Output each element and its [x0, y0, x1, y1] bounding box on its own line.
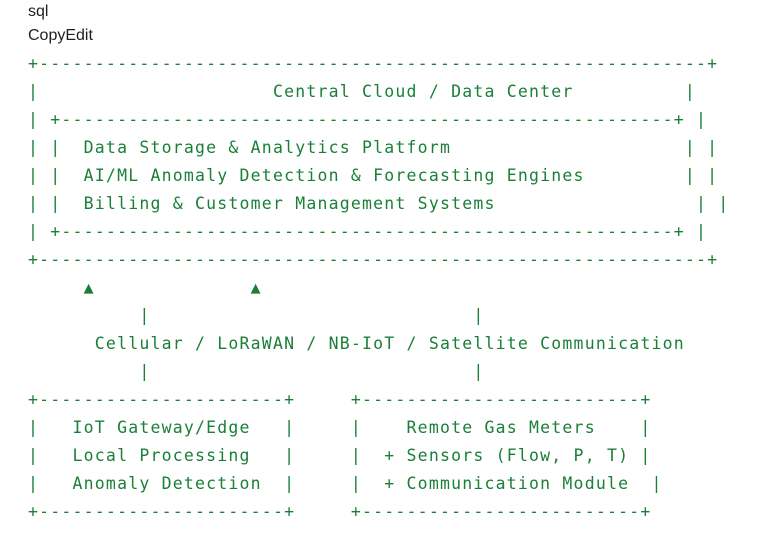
- code-line-5: | | AI/ML Anomaly Detection & Forecastin…: [28, 166, 719, 185]
- code-line-7: | +-------------------------------------…: [28, 222, 708, 241]
- copy-edit-button[interactable]: CopyEdit: [28, 27, 93, 44]
- code-line-2: | Central Cloud / Data Center |: [28, 82, 697, 101]
- code-line-14: | IoT Gateway/Edge | | Remote Gas Meters…: [28, 418, 652, 437]
- code-line-1: +---------------------------------------…: [28, 54, 719, 73]
- code-language-label: sql: [28, 3, 49, 20]
- code-line-10: | |: [28, 306, 485, 325]
- code-line-8: +---------------------------------------…: [28, 250, 719, 269]
- code-line-12: | |: [28, 362, 485, 381]
- code-line-17: +----------------------+ +--------------…: [28, 502, 652, 521]
- code-line-6: | | Billing & Customer Management System…: [28, 194, 730, 213]
- code-line-11-communication: Cellular / LoRaWAN / NB-IoT / Satellite …: [28, 334, 685, 353]
- code-line-16: | Anomaly Detection | | + Communication …: [28, 474, 663, 493]
- code-line-15: | Local Processing | | + Sensors (Flow, …: [28, 446, 652, 465]
- code-line-9-arrows: ▲ ▲: [28, 278, 262, 297]
- code-line-3: | +-------------------------------------…: [28, 110, 708, 129]
- code-line-4: | | Data Storage & Analytics Platform | …: [28, 138, 719, 157]
- code-line-13: +----------------------+ +--------------…: [28, 390, 652, 409]
- ascii-diagram-code-block: +---------------------------------------…: [28, 50, 729, 526]
